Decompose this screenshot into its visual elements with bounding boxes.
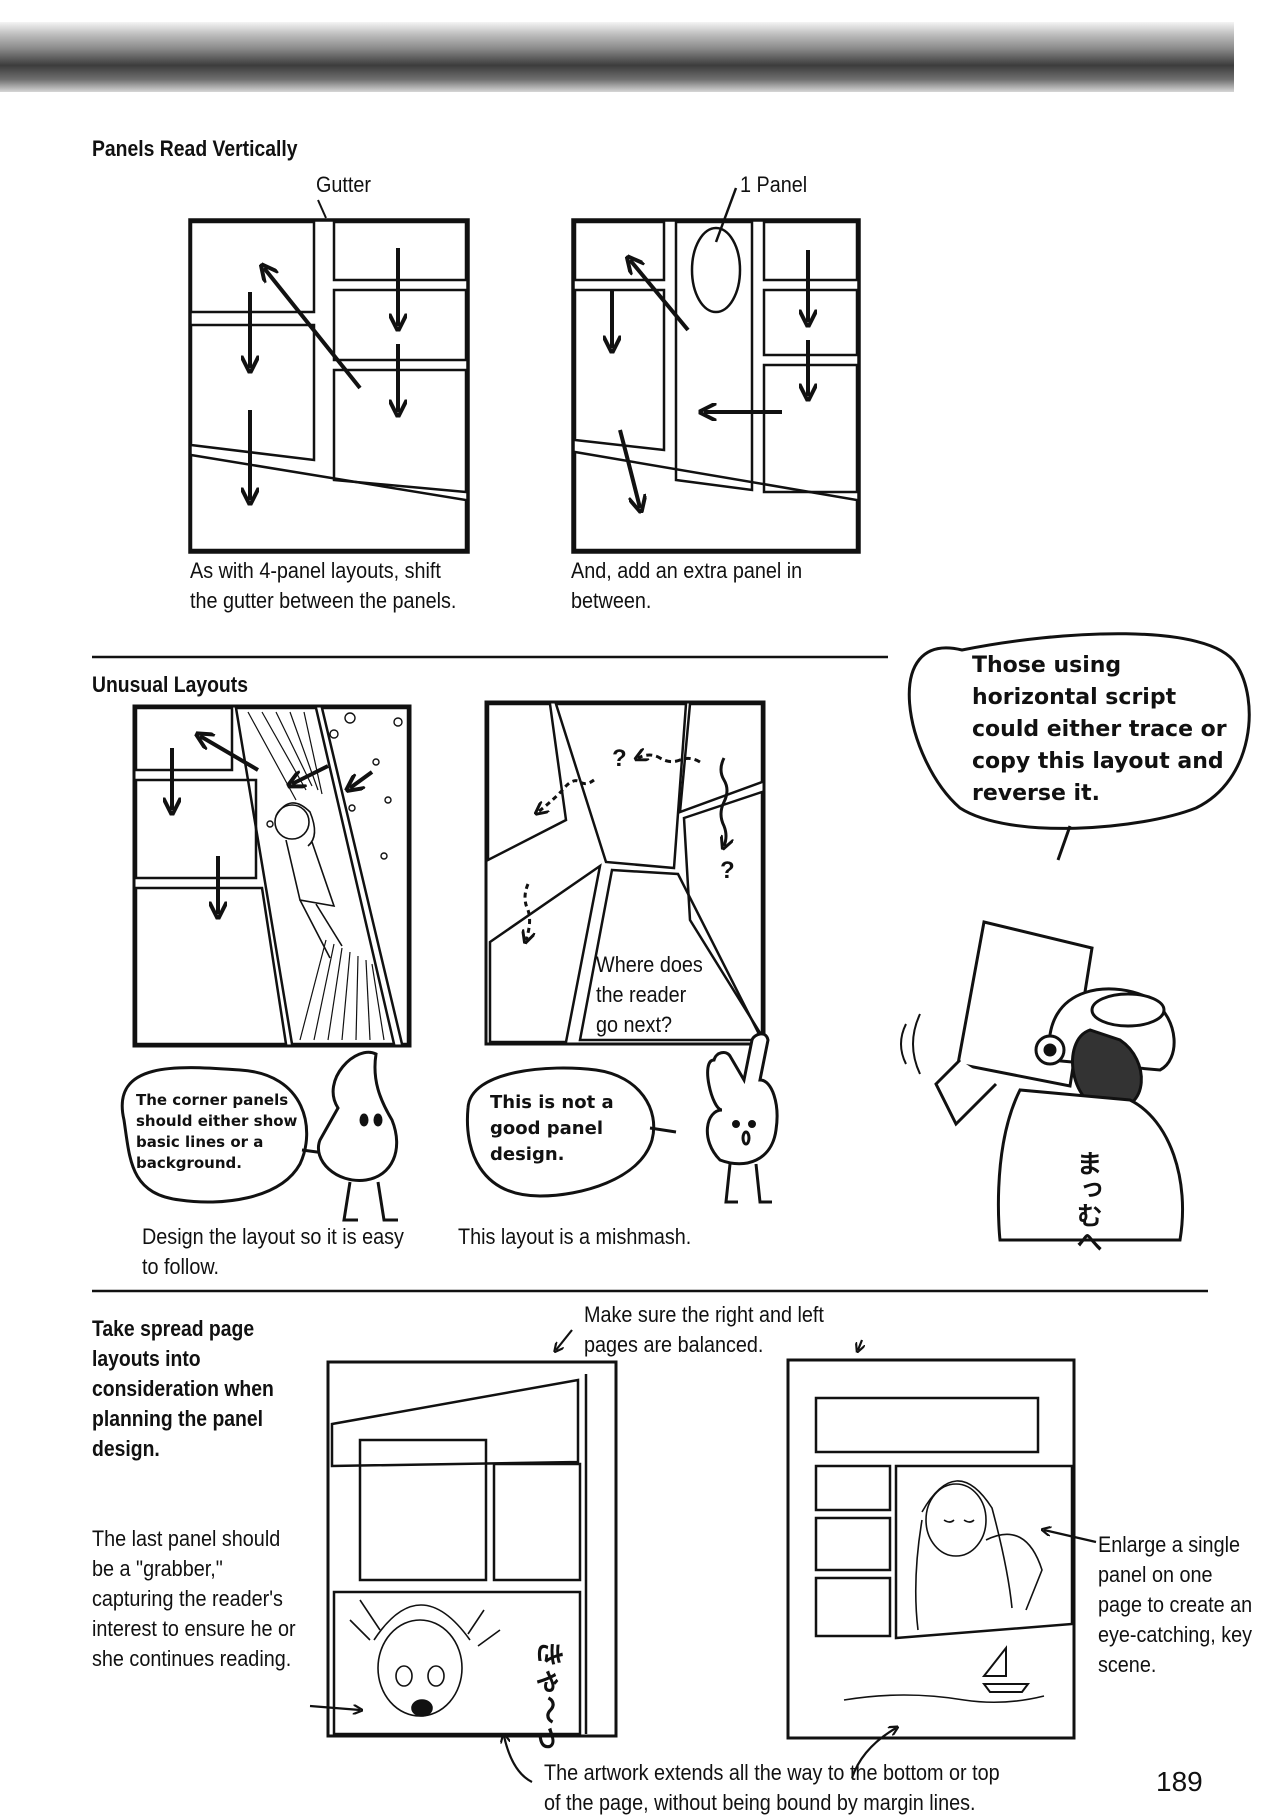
section-title-unusual: Unusual Layouts bbox=[92, 672, 248, 697]
boy-shirt-text: まっむへ bbox=[1073, 1150, 1103, 1254]
page-number: 189 bbox=[1156, 1766, 1203, 1797]
girl-figure-left bbox=[274, 802, 343, 959]
speech-bubble-middle bbox=[465, 1066, 656, 1198]
caption-unusual-right: This layout is a mishmash. bbox=[458, 1224, 692, 1249]
bubble-text-left: The corner panels should either show bas… bbox=[136, 1091, 298, 1172]
girl-portrait-right bbox=[914, 1480, 1043, 1631]
vertical-layout-right-diagram bbox=[571, 187, 861, 554]
motion-line-1 bbox=[900, 1023, 907, 1065]
speed-lines bbox=[247, 711, 385, 1041]
section-title-spread: Take spread page layouts into considerat… bbox=[92, 1316, 274, 1461]
speech-bubble-top-right bbox=[907, 632, 1251, 830]
spread-left-page-diagram bbox=[326, 1360, 618, 1738]
bubble-text-middle: This is not a good panel design. bbox=[490, 1092, 614, 1165]
spread-left-arrows bbox=[309, 1329, 573, 1783]
caption-unusual-left: Design the layout so it is easy to follo… bbox=[142, 1224, 404, 1279]
sea-line bbox=[843, 1694, 1045, 1704]
motion-line-2 bbox=[912, 1013, 921, 1075]
unusual-layout-left-diagram bbox=[132, 704, 412, 1048]
note-enlarge: Enlarge a single panel on one page to cr… bbox=[1098, 1532, 1253, 1677]
note-bleed: The artwork extends all the way to the b… bbox=[544, 1760, 1000, 1815]
sfx-kyaa: きゃ〜っ bbox=[534, 1640, 565, 1752]
caption-vertical-right: And, add an extra panel in between. bbox=[571, 558, 803, 613]
glove-character-left bbox=[317, 1050, 399, 1222]
bubble-text-top-right: Those using horizontal script could eith… bbox=[972, 653, 1227, 806]
question-mark-1: ? bbox=[612, 745, 627, 772]
sailboat bbox=[981, 1645, 1030, 1693]
label-gutter: Gutter bbox=[316, 172, 372, 197]
spread-right-arrows bbox=[850, 1339, 1097, 1779]
label-one-panel: 1 Panel bbox=[740, 172, 808, 197]
decorative-dots bbox=[266, 712, 403, 860]
mishmash-arrows bbox=[525, 755, 727, 940]
vertical-layout-left-diagram bbox=[188, 199, 470, 554]
caption-vertical-left: As with 4-panel layouts, shift the gutte… bbox=[190, 558, 457, 613]
section-title-panels-vertical: Panels Read Vertically bbox=[92, 136, 298, 161]
boy-holding-page bbox=[934, 920, 1185, 1242]
header-gradient-bar bbox=[0, 22, 1234, 92]
glove-character-middle bbox=[705, 1032, 779, 1204]
vertical-layout-left-arrows bbox=[250, 248, 398, 500]
spread-right-page-diagram bbox=[786, 1358, 1076, 1740]
question-text: Where does the reader go next? bbox=[596, 952, 703, 1037]
question-mark-2: ? bbox=[720, 857, 735, 884]
speech-bubble-left bbox=[120, 1066, 309, 1204]
note-grabber: The last panel should be a "grabber," ca… bbox=[92, 1526, 296, 1671]
screaming-girl-figure bbox=[349, 1599, 501, 1717]
vertical-layout-right-arrows bbox=[612, 250, 808, 508]
unusual-layout-left-arrows bbox=[172, 736, 374, 914]
note-balance: Make sure the right and left pages are b… bbox=[584, 1302, 824, 1357]
